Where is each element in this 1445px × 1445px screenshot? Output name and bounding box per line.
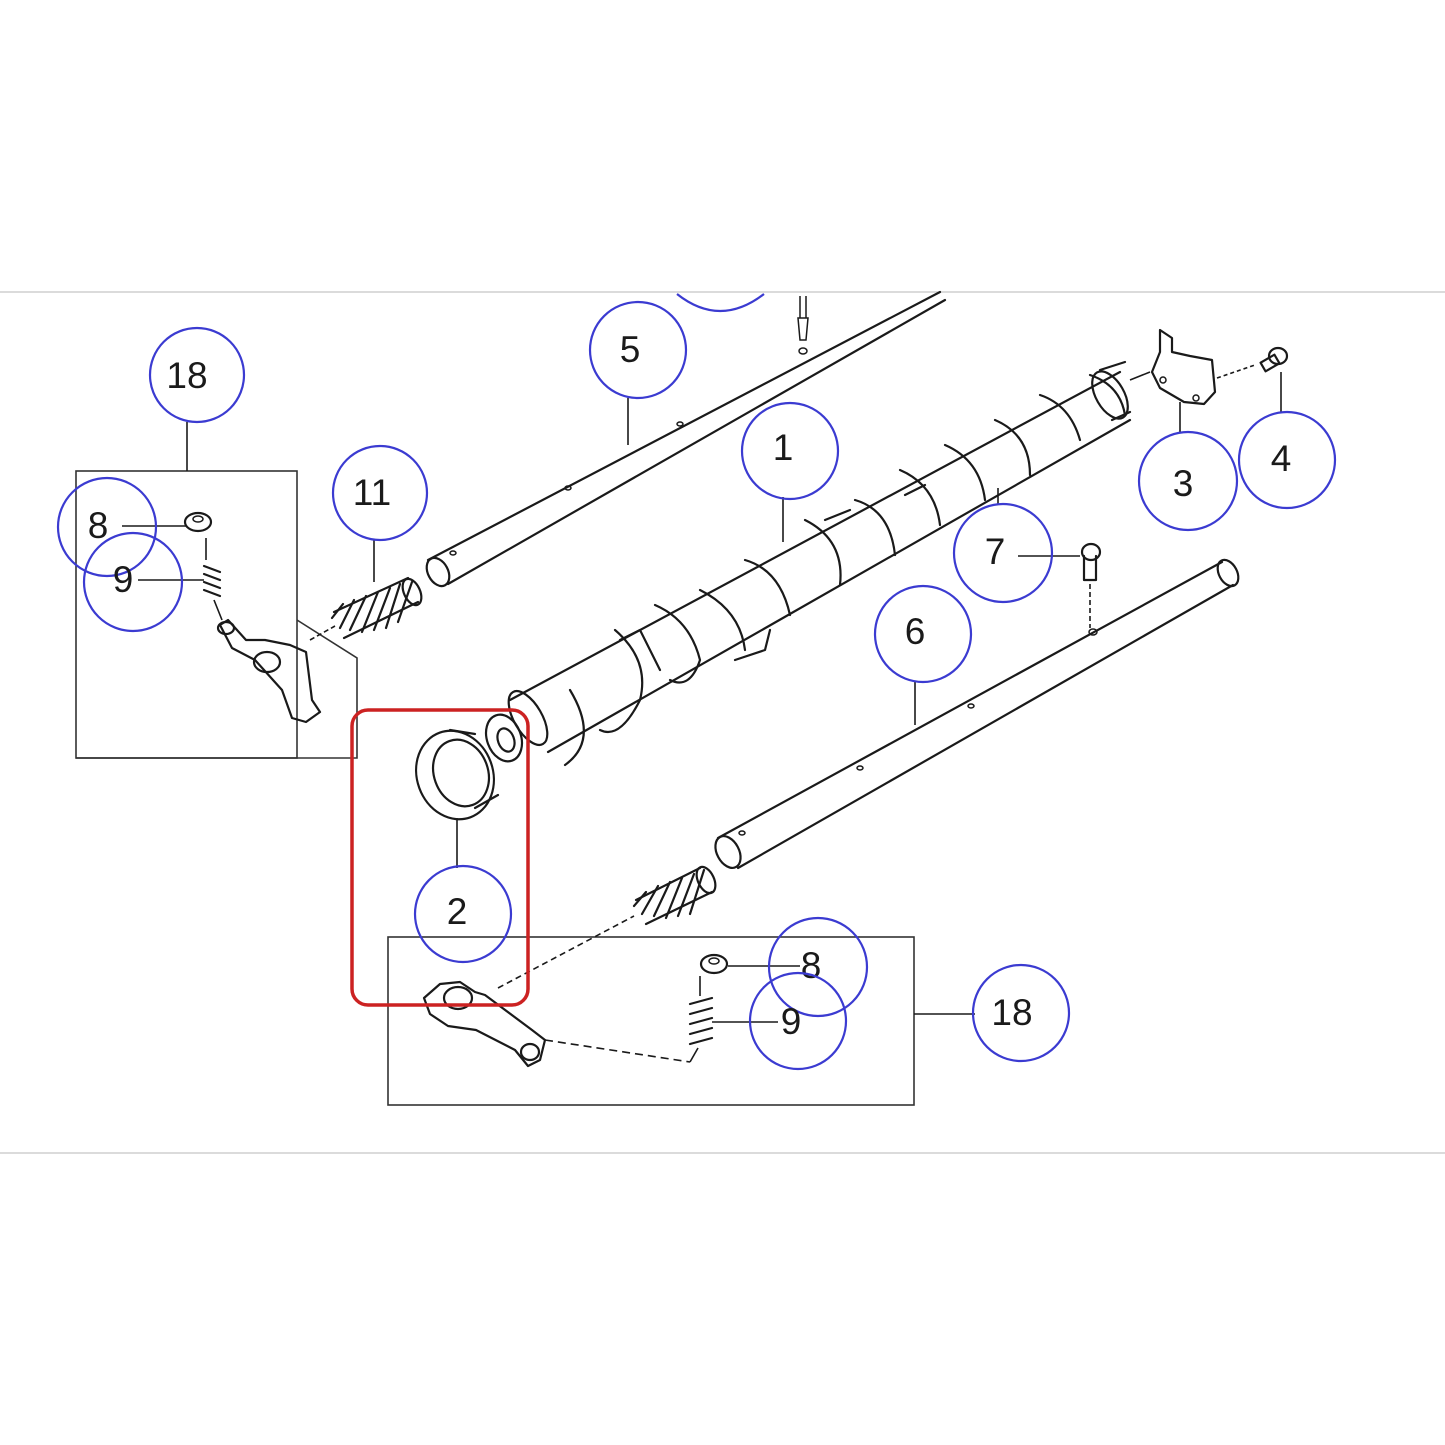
callout-label: 18 bbox=[991, 992, 1032, 1033]
callout-4: 4 bbox=[1237, 410, 1337, 510]
callout-label: 9 bbox=[781, 1001, 802, 1042]
callout-label: 1 bbox=[773, 427, 794, 468]
callout-label: 8 bbox=[88, 505, 109, 546]
callout-7: 7 bbox=[952, 502, 1054, 604]
callout-6: 6 bbox=[873, 584, 973, 684]
callout-label: 3 bbox=[1173, 463, 1194, 504]
thrust-plate bbox=[1129, 328, 1256, 406]
upper-rocker-assembly bbox=[75, 470, 358, 759]
lower-spring bbox=[632, 865, 717, 926]
callout-18-upper: 18 bbox=[148, 326, 246, 424]
callout-9-upper: 9 bbox=[82, 531, 184, 633]
callout-9-lower: 9 bbox=[748, 971, 848, 1071]
callout-label: 2 bbox=[447, 891, 468, 932]
callout-18-lower: 18 bbox=[971, 963, 1071, 1063]
camshaft bbox=[507, 360, 1132, 767]
callout-label: 9 bbox=[113, 559, 134, 600]
bolt-4 bbox=[1259, 346, 1289, 373]
cropped-callout-bubble bbox=[676, 293, 765, 312]
upper-spring bbox=[330, 576, 423, 640]
callout-label: 8 bbox=[801, 945, 822, 986]
callout-label: 6 bbox=[905, 611, 926, 652]
leader-lines bbox=[122, 372, 1282, 1023]
callout-5: 5 bbox=[588, 300, 688, 400]
callout-11: 11 bbox=[331, 444, 429, 542]
callout-label: 7 bbox=[985, 531, 1006, 572]
oil-seal bbox=[415, 713, 524, 821]
upper-rocker-shaft bbox=[425, 290, 947, 588]
bolt-7 bbox=[1080, 542, 1102, 628]
highlight-box bbox=[350, 708, 530, 1007]
lower-rocker-assembly bbox=[387, 915, 915, 1106]
callout-8-upper: 8 bbox=[56, 476, 158, 578]
callout-label: 18 bbox=[166, 355, 207, 396]
callout-1: 1 bbox=[740, 401, 840, 501]
callout-label: 4 bbox=[1271, 438, 1292, 479]
callout-3: 3 bbox=[1137, 430, 1239, 532]
callout-label: 5 bbox=[620, 329, 641, 370]
lower-rocker-shaft bbox=[714, 558, 1240, 870]
callout-label: 11 bbox=[353, 472, 391, 513]
callout-2: 2 bbox=[413, 864, 513, 964]
